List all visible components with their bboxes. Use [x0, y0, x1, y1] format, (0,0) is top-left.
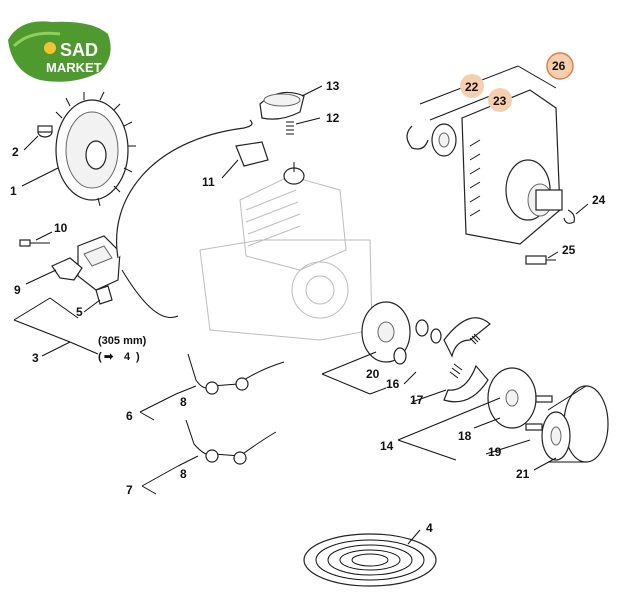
highlight-26	[546, 52, 574, 80]
callout-8b: 8	[180, 467, 187, 481]
wire-6	[187, 353, 285, 395]
flywheel-nut	[37, 125, 53, 138]
callout-4: 4	[426, 521, 433, 535]
ref-part-number: 4	[124, 351, 131, 363]
clutch-shoe-top	[443, 317, 491, 358]
screw-25	[525, 255, 556, 265]
ignition-lead	[116, 119, 253, 259]
callout-6: 6	[126, 409, 133, 423]
spiral-part-4	[303, 533, 437, 587]
callout-26: 26	[552, 59, 566, 73]
screw-19	[525, 395, 553, 431]
ref-arrow-icon: ➡	[104, 351, 114, 363]
thrust-plate	[487, 367, 537, 429]
logo-line1: SAD	[60, 40, 98, 60]
highlight-23	[488, 88, 512, 112]
cap-13	[259, 91, 305, 120]
highlight-22	[460, 74, 484, 98]
sad-market-logo: SAD MARKET	[8, 21, 111, 82]
callout-16: 16	[386, 377, 400, 391]
ref-close-paren: )	[136, 351, 140, 363]
screw-10	[19, 239, 50, 247]
callout-5: 5	[76, 305, 83, 319]
callout-17: 17	[410, 393, 424, 407]
callout-10: 10	[54, 221, 68, 235]
callout-2: 2	[12, 145, 19, 159]
callout-23: 23	[493, 94, 507, 108]
flywheel	[55, 91, 136, 207]
callout-21: 21	[516, 467, 530, 481]
circlip-24	[563, 209, 575, 224]
callout-9: 9	[14, 283, 21, 297]
callout-11: 11	[202, 175, 215, 189]
callout-7: 7	[126, 483, 133, 497]
ref-open-paren: (	[98, 351, 102, 363]
callout-24: 24	[592, 193, 606, 207]
ignition-module	[51, 235, 121, 291]
callout-22: 22	[465, 80, 479, 94]
logo-line2: MARKET	[46, 60, 102, 75]
clutch-drum	[541, 385, 609, 463]
clutch-housing	[461, 89, 563, 245]
callout-3: 3	[32, 351, 39, 365]
callout-1: 1	[10, 184, 17, 198]
clutch-shoe-bottom	[443, 364, 489, 403]
wire-length-note: (305 mm)	[98, 335, 147, 347]
callout-19: 19	[488, 445, 502, 459]
callout-13: 13	[326, 79, 340, 93]
callout-20: 20	[366, 367, 380, 381]
wire-7	[185, 419, 277, 465]
washer-16	[393, 319, 442, 365]
circlip-22	[406, 125, 429, 150]
leader-lines	[13, 65, 589, 545]
callout-8a: 8	[180, 395, 187, 409]
spark-plug-boot	[95, 285, 113, 305]
ball-bearing	[431, 123, 457, 157]
short-circuit-wire	[121, 269, 179, 318]
spring-12	[286, 121, 294, 135]
clutch-carrier	[361, 301, 411, 363]
spark-plug-cap	[235, 141, 269, 167]
callout-25: 25	[562, 243, 576, 257]
tension-spring	[449, 333, 481, 379]
engine-block	[199, 162, 373, 341]
callout-14: 14	[380, 439, 394, 453]
callout-18: 18	[458, 429, 472, 443]
callout-12: 12	[326, 111, 340, 125]
